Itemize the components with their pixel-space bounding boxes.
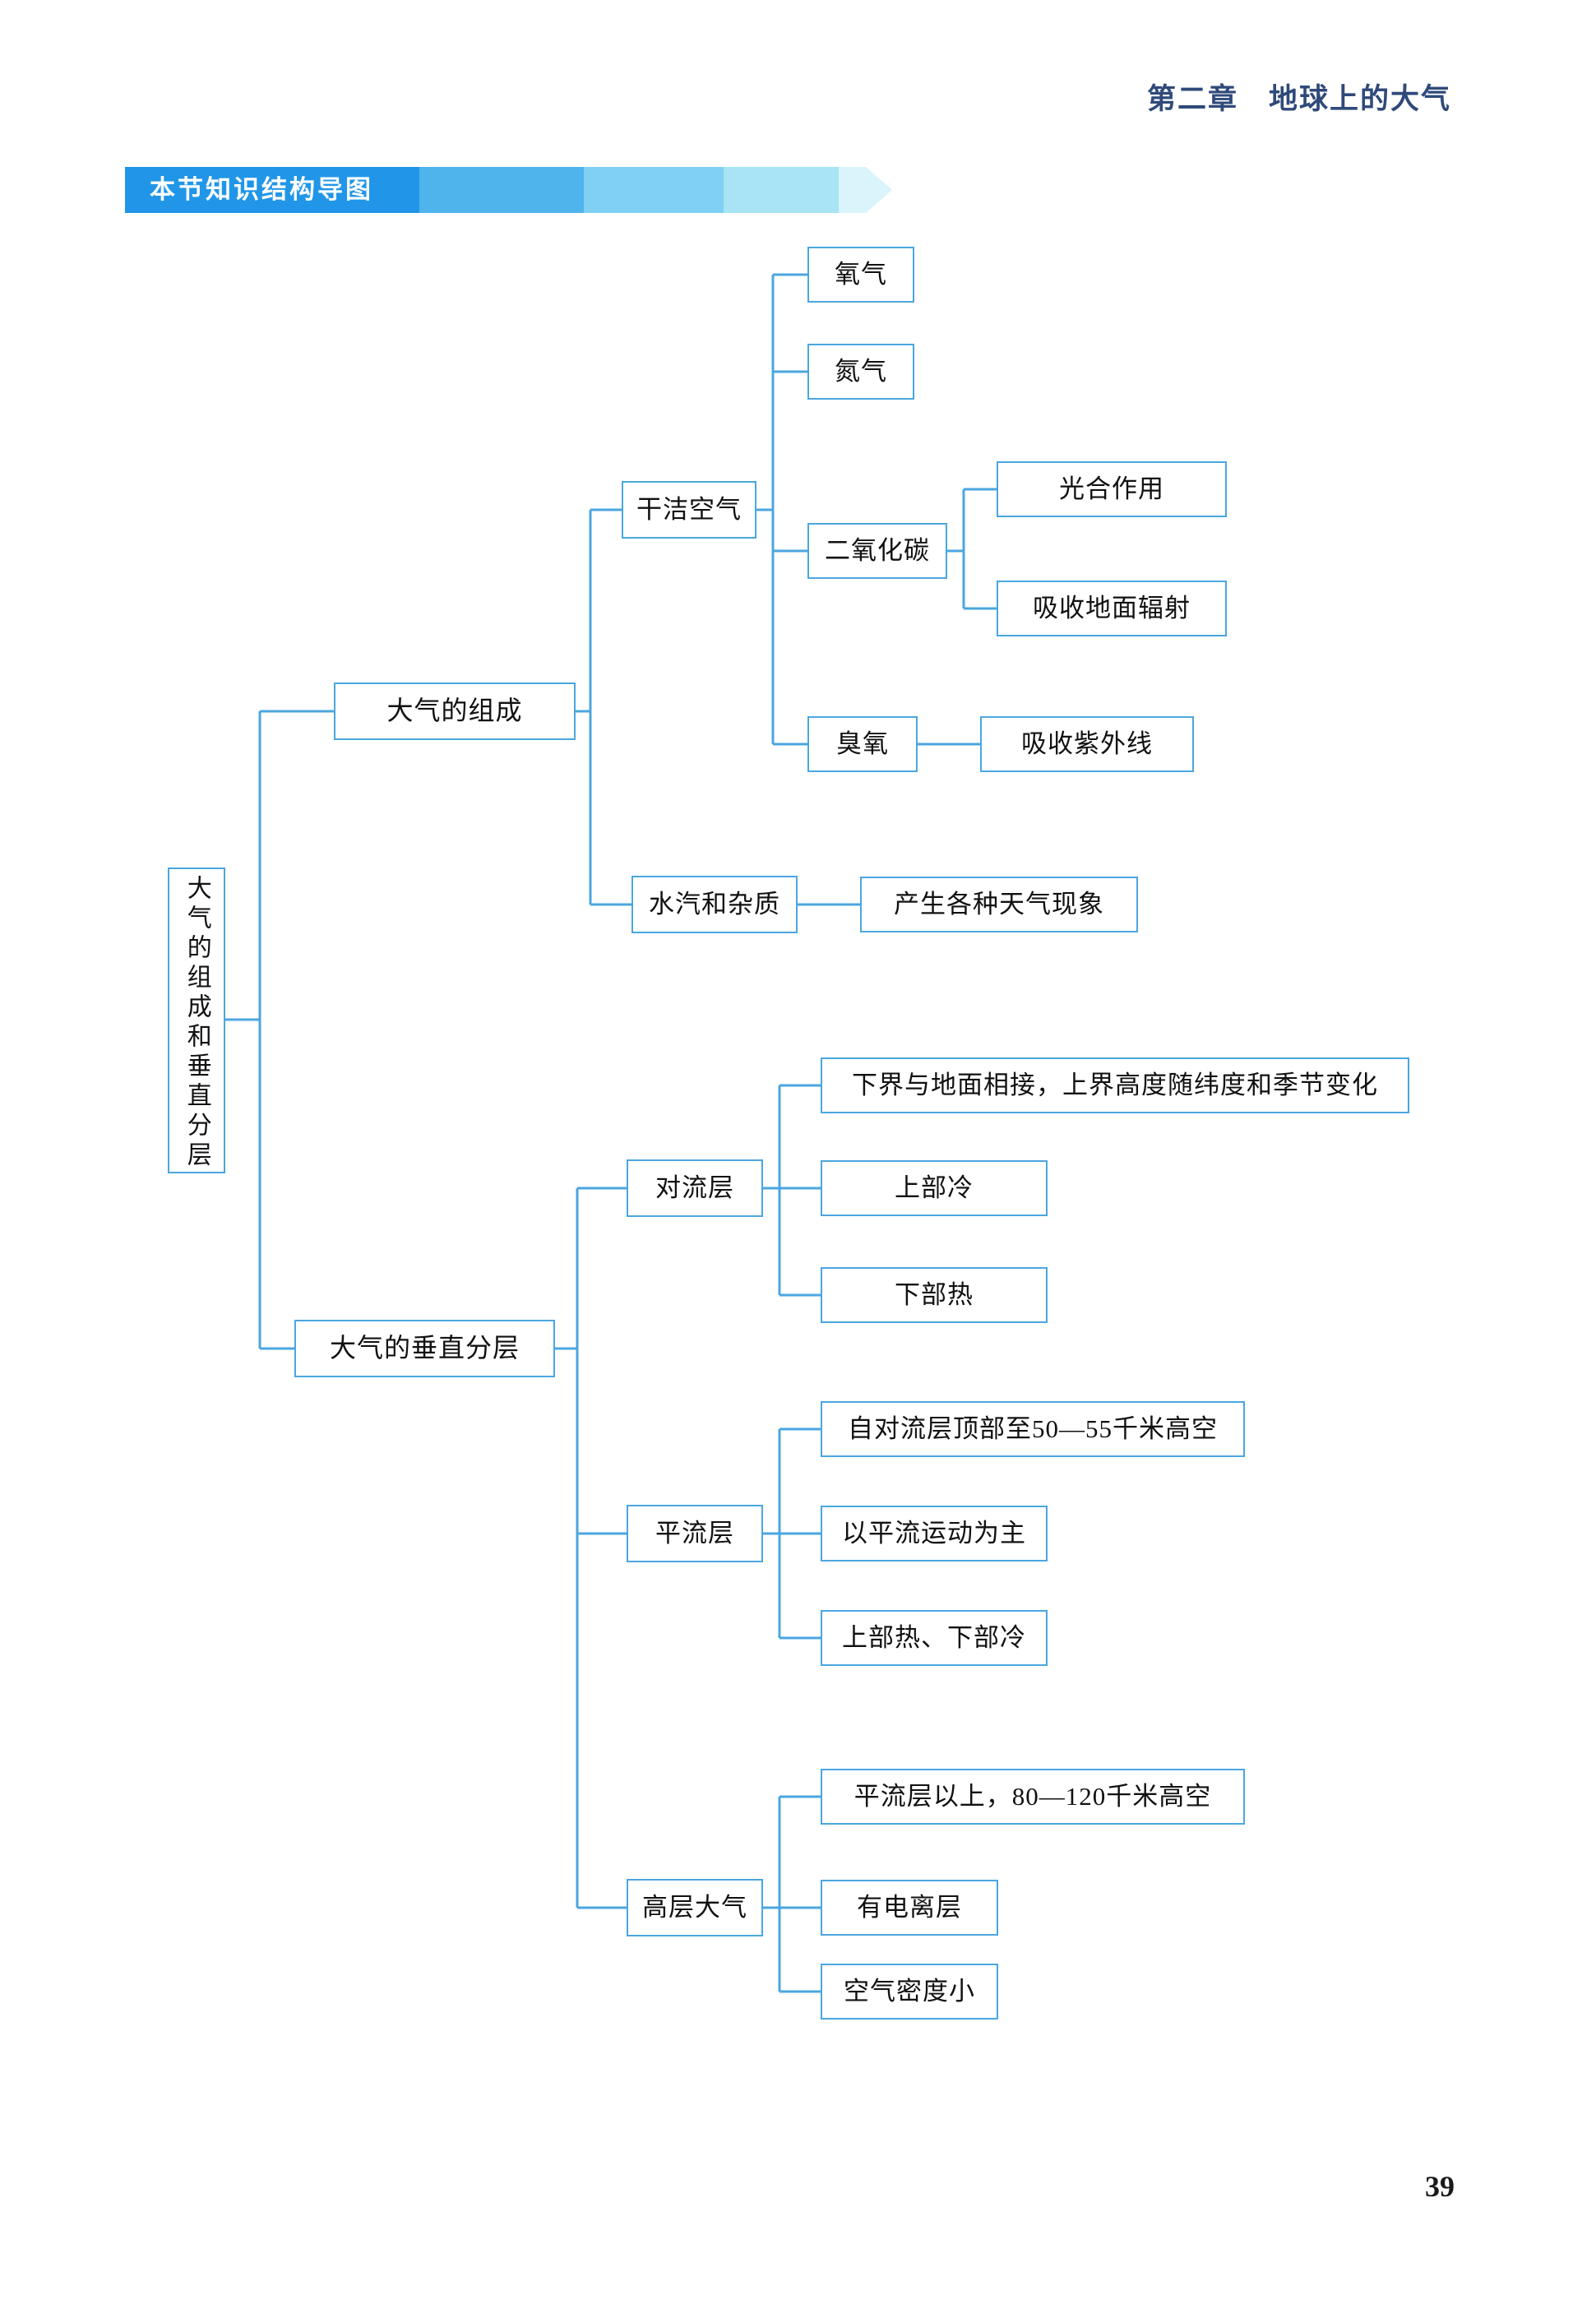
node-ozone-label: 臭氧	[836, 729, 889, 758]
node-dry-air-label: 干洁空气	[636, 494, 742, 524]
node-absorb-ground-radiation[interactable]: 吸收地面辐射	[997, 581, 1227, 636]
node-low-air-density-label: 空气密度小	[844, 1976, 975, 2006]
node-absorb-ground-radiation-label: 吸收地面辐射	[1033, 593, 1191, 622]
node-stratosphere[interactable]: 平流层	[627, 1505, 763, 1562]
node-stratosphere-label: 平流层	[655, 1518, 734, 1548]
node-carbon-dioxide[interactable]: 二氧化碳	[807, 523, 947, 579]
node-nitrogen[interactable]: 氮气	[807, 344, 914, 400]
node-vapor-impurity[interactable]: 水汽和杂质	[631, 876, 798, 933]
node-upper-atmosphere[interactable]: 高层大气	[627, 1879, 763, 1936]
node-troposphere-range-label: 下界与地面相接，上界高度随纬度和季节变化	[852, 1070, 1378, 1099]
node-stratosphere-range[interactable]: 自对流层顶部至50—55千米高空	[821, 1401, 1245, 1457]
node-oxygen-label: 氧气	[835, 259, 887, 289]
node-oxygen[interactable]: 氧气	[807, 247, 914, 303]
node-weather-phenomena[interactable]: 产生各种天气现象	[860, 877, 1138, 932]
node-troposphere-bottom-hot[interactable]: 下部热	[821, 1267, 1048, 1323]
node-absorb-uv[interactable]: 吸收紫外线	[980, 716, 1194, 772]
node-upper-atmosphere-range-label: 平流层以上，80—120千米高空	[854, 1781, 1212, 1811]
node-atmosphere-composition[interactable]: 大气的组成	[334, 682, 576, 740]
node-troposphere-label: 对流层	[655, 1173, 734, 1202]
node-troposphere-range[interactable]: 下界与地面相接，上界高度随纬度和季节变化	[821, 1057, 1409, 1113]
node-troposphere-top-cold[interactable]: 上部冷	[821, 1160, 1048, 1216]
section-banner: 本节知识结构导图	[125, 167, 892, 213]
node-stratosphere-motion-label: 以平流运动为主	[842, 1518, 1026, 1548]
banner-chevrons	[125, 167, 892, 213]
node-photosynthesis[interactable]: 光合作用	[997, 461, 1227, 517]
node-upper-atmosphere-range[interactable]: 平流层以上，80—120千米高空	[821, 1769, 1245, 1825]
node-troposphere-top-cold-label: 上部冷	[895, 1173, 974, 1202]
node-vertical-layering[interactable]: 大气的垂直分层	[294, 1320, 555, 1377]
node-ionosphere-label: 有电离层	[857, 1892, 962, 1922]
node-vapor-impurity-label: 水汽和杂质	[649, 889, 780, 918]
node-nitrogen-label: 氮气	[835, 356, 887, 386]
node-upper-atmosphere-label: 高层大气	[642, 1892, 747, 1922]
banner-label: 本节知识结构导图	[150, 175, 373, 204]
node-stratosphere-temperature-label: 上部热、下部冷	[842, 1622, 1026, 1652]
node-stratosphere-motion[interactable]: 以平流运动为主	[821, 1506, 1048, 1562]
node-stratosphere-temperature[interactable]: 上部热、下部冷	[821, 1610, 1048, 1666]
node-low-air-density[interactable]: 空气密度小	[821, 1964, 998, 2020]
node-photosynthesis-label: 光合作用	[1059, 474, 1164, 503]
node-ozone[interactable]: 臭氧	[807, 716, 918, 772]
node-atmosphere-composition-label: 大气的组成	[386, 696, 523, 726]
node-ionosphere[interactable]: 有电离层	[821, 1880, 998, 1936]
node-root[interactable]: 大气的组成和垂直分层	[168, 868, 225, 1173]
node-stratosphere-range-label: 自对流层顶部至50—55千米高空	[848, 1413, 1218, 1443]
node-vertical-layering-label: 大气的垂直分层	[329, 1333, 520, 1363]
node-weather-phenomena-label: 产生各种天气现象	[894, 889, 1104, 918]
node-absorb-uv-label: 吸收紫外线	[1021, 729, 1153, 758]
node-dry-air[interactable]: 干洁空气	[622, 481, 756, 539]
node-carbon-dioxide-label: 二氧化碳	[825, 535, 930, 565]
node-troposphere-bottom-hot-label: 下部热	[895, 1279, 974, 1309]
node-troposphere[interactable]: 对流层	[627, 1159, 763, 1217]
node-root-label: 大气的组成和垂直分层	[183, 875, 210, 1171]
running-header: 第二章 地球上的大气	[1146, 83, 1451, 115]
page-number: 39	[1425, 2170, 1455, 2203]
